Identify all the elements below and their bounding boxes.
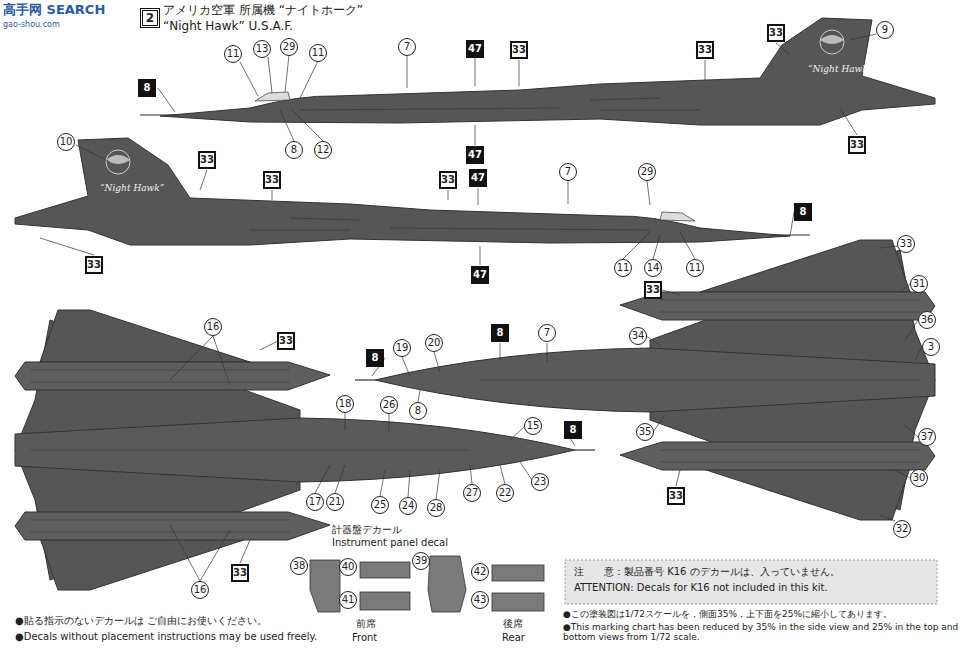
callout-square: 33 [510, 41, 528, 59]
label-text: “Night Hawk” U.S.A.F. [163, 20, 293, 34]
label-text: アメリカ空軍 所属機 “ナイトホーク” [163, 4, 363, 18]
callout-number: 40 [339, 558, 357, 576]
callout-number: 15 [524, 417, 542, 435]
label-text: Front [352, 632, 377, 644]
label-text: 計器盤デカール [332, 524, 402, 536]
callout-square: 47 [466, 146, 484, 164]
callout-square: 33 [439, 171, 457, 189]
callout-number: 13 [253, 40, 271, 58]
label-text: Instrument panel decal [332, 537, 448, 549]
label-text: ●This marking chart has been reduced by … [563, 622, 975, 643]
callout-number: 29 [638, 163, 656, 181]
callout-number: 9 [876, 21, 894, 39]
callout-square: 33 [696, 41, 714, 59]
callout-number: 29 [280, 38, 298, 56]
callout-number: 23 [531, 473, 549, 491]
callout-square: 33 [667, 487, 685, 505]
callout-square: 47 [469, 169, 487, 187]
callout-number: 10 [57, 133, 75, 151]
callout-number: 7 [538, 324, 556, 342]
callout-number: 8 [285, 141, 303, 159]
callout-number: 25 [371, 496, 389, 514]
callout-number: 31 [910, 275, 928, 293]
callout-square: 8 [564, 421, 582, 439]
callout-number: 37 [918, 428, 936, 446]
callout-number: 26 [380, 396, 398, 414]
callout-number: 18 [336, 395, 354, 413]
label-text: 高手网 SEARCH [3, 3, 105, 18]
callout-number: 41 [339, 591, 357, 609]
callout-number: 19 [393, 339, 411, 357]
callout-square: 33 [848, 136, 866, 154]
callout-number: 8 [409, 402, 427, 420]
callout-number: 27 [463, 484, 481, 502]
callout-number: 12 [314, 141, 332, 159]
callout-square: 2 [140, 8, 160, 28]
callout-number: 28 [427, 499, 445, 517]
callout-number: 34 [629, 327, 647, 345]
callout-number: 30 [910, 469, 928, 487]
label-text: Rear [502, 632, 525, 644]
callout-number: 11 [309, 44, 327, 62]
callout-number: 7 [398, 38, 416, 56]
label-text: ●この塗装図は1/72スケールを，側面35%，上下面を25%に縮小してあります。 [563, 609, 975, 619]
callout-number: 7 [559, 163, 577, 181]
callout-square: 47 [471, 266, 489, 284]
label-text: 後席 [503, 618, 523, 630]
label-text: “Night Hawk” [808, 64, 872, 74]
callout-number: 22 [496, 484, 514, 502]
label-text: 注 意：製品番号 K16 のデカールは、入っていません。 [574, 566, 840, 578]
callout-square: 33 [85, 256, 103, 274]
callout-number: 33 [897, 235, 915, 253]
callout-number: 16 [204, 318, 222, 336]
callout-number: 21 [326, 493, 344, 511]
callout-square: 33 [644, 281, 662, 299]
callout-number: 11 [224, 45, 242, 63]
callout-number: 43 [471, 591, 489, 609]
callout-square: 8 [138, 79, 156, 97]
callout-number: 16 [191, 581, 209, 599]
callout-square: 8 [794, 203, 812, 221]
callout-number: 39 [412, 552, 430, 570]
callout-number: 11 [686, 259, 704, 277]
label-text: ●貼る指示のないデカールは ご自由にお使いください。 [15, 615, 267, 627]
callout-number: 38 [290, 557, 308, 575]
callout-number: 35 [636, 423, 654, 441]
callout-square: 8 [366, 349, 384, 367]
label-text: 前席 [356, 618, 376, 630]
callout-square: 47 [466, 40, 484, 58]
callout-square: 33 [263, 171, 281, 189]
label-text: gao-shou.com [3, 20, 60, 29]
callout-square: 33 [198, 151, 216, 169]
callout-number: 14 [644, 259, 662, 277]
callout-square: 33 [231, 564, 249, 582]
callout-number: 17 [306, 493, 324, 511]
callout-square: 33 [277, 332, 295, 350]
label-text: ATTENTION: Decals for K16 not included i… [574, 582, 828, 594]
callout-number: 42 [471, 563, 489, 581]
callout-number: 3 [922, 338, 940, 356]
callout-number: 32 [893, 520, 911, 538]
callout-number: 36 [918, 311, 936, 329]
callout-number: 11 [614, 259, 632, 277]
callout-square: 33 [767, 24, 785, 42]
label-text: “Night Hawk” [100, 183, 164, 193]
callout-number: 20 [425, 334, 443, 352]
callout-number: 24 [399, 497, 417, 515]
label-text: ●Decals without placement instructions m… [15, 631, 317, 643]
callout-square: 8 [491, 324, 509, 342]
